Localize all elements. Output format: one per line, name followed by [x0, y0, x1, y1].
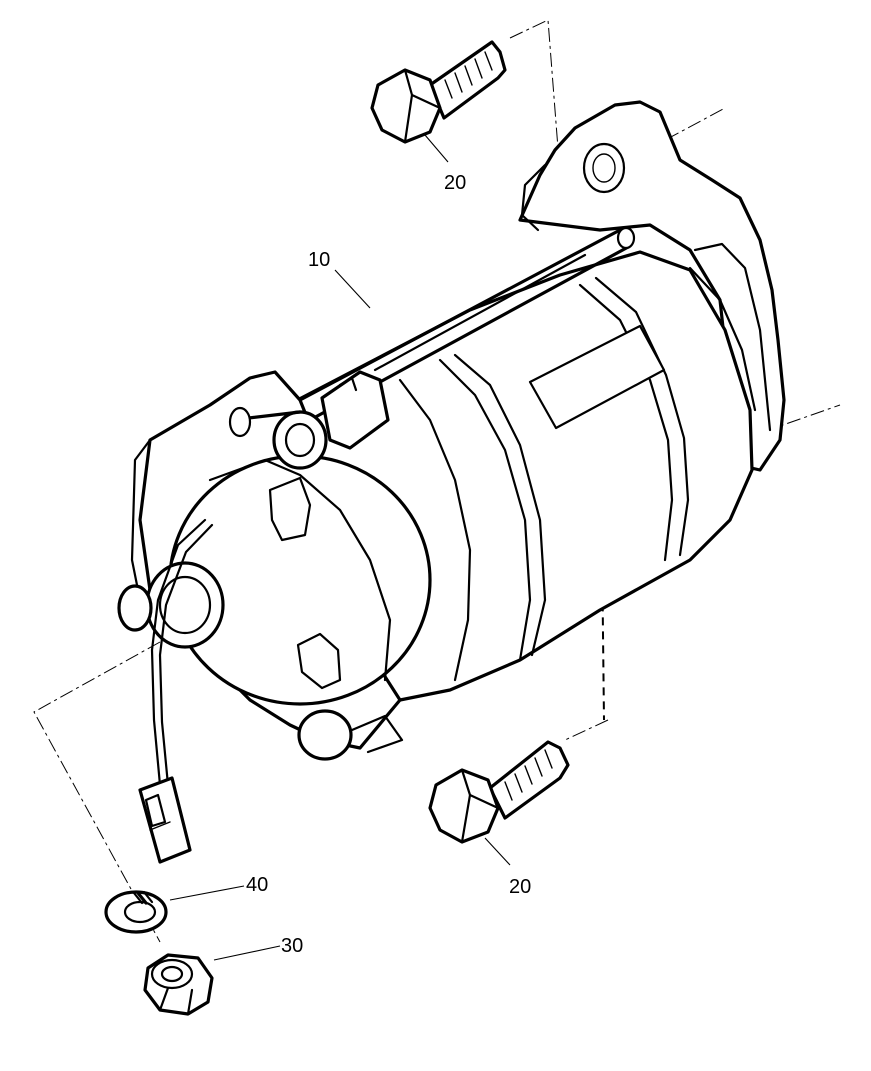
label-plate — [528, 324, 666, 430]
callout-20-lower: 20 — [509, 876, 531, 898]
callout-10: 10 — [308, 249, 330, 271]
lock-washer — [104, 890, 168, 934]
stud-head-lower — [297, 709, 353, 761]
bolt-lower — [428, 740, 570, 844]
flange-bolt-hole — [582, 142, 626, 194]
callouts: 10 20 20 40 30 — [169, 134, 531, 961]
hex-nut — [143, 953, 214, 1016]
callout-30: 30 — [281, 935, 303, 957]
bolt-upper — [370, 40, 507, 144]
leader-20-upper — [424, 134, 449, 163]
stud-head-left — [117, 584, 153, 632]
mounting-flange — [518, 100, 786, 472]
leader-40 — [169, 885, 245, 901]
leader-10 — [334, 269, 371, 309]
callout-40: 40 — [246, 874, 268, 896]
callout-20-upper: 20 — [444, 172, 466, 194]
leader-30 — [213, 945, 281, 961]
stud-head-upper — [272, 410, 328, 470]
terminal-clamp — [320, 370, 390, 450]
starter-motor — [117, 100, 786, 864]
leader-20-lower — [484, 837, 511, 866]
